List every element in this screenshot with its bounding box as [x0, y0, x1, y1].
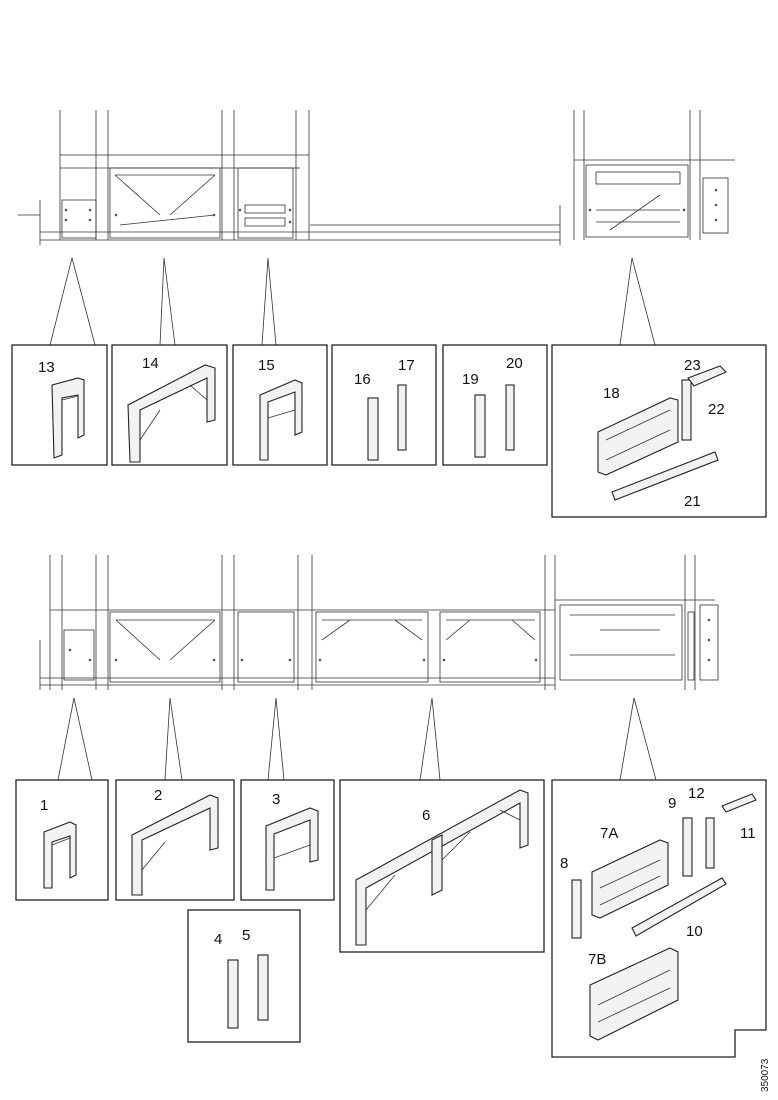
part-22-bracket: [687, 365, 727, 387]
callout-3: 3: [272, 791, 280, 808]
callout-18: 18: [603, 385, 620, 402]
callout-9: 9: [668, 795, 676, 812]
callout-14: 14: [142, 355, 159, 372]
callout-5: 5: [242, 927, 250, 944]
part-7b-panel: [589, 947, 679, 1041]
part-15-frame: [259, 379, 303, 461]
bottom-frame-assembly: [39, 555, 719, 690]
part-9-upright: [682, 817, 693, 877]
callout-16: 16: [354, 371, 371, 388]
bottom-callouts: 1 2 3 6 4 5 7A 8 9 12 11 10 7B: [40, 785, 756, 968]
callout-6: 6: [422, 807, 430, 824]
part-7a-panel: [591, 839, 669, 919]
part-1-frame: [43, 821, 77, 889]
callout-12: 12: [688, 785, 705, 802]
top-frame-assembly: [18, 110, 735, 245]
callout-7b: 7B: [588, 951, 606, 968]
part-18-panel: [597, 397, 679, 476]
part-8-upright: [571, 879, 582, 939]
part-4-upright: [227, 959, 239, 1029]
callout-11: 11: [740, 825, 756, 842]
callout-1: 1: [40, 797, 48, 814]
part-10-angle: [631, 877, 727, 937]
part-2-frame: [131, 794, 219, 896]
part-11-bracket: [721, 793, 757, 813]
callout-13: 13: [38, 359, 55, 376]
callout-23: 23: [684, 357, 701, 374]
part-20-upright: [505, 384, 515, 451]
box-parts-4-5: [187, 909, 301, 1043]
box-part-15: [232, 344, 328, 466]
callout-4: 4: [214, 931, 222, 948]
part-13-frame: [51, 377, 85, 459]
callout-15: 15: [258, 357, 275, 374]
callout-7a: 7A: [600, 825, 618, 842]
top-callouts: 13 14 15 16 17 19 20 18 23 22 21: [38, 355, 725, 510]
box-part-1: [15, 779, 109, 901]
callout-20: 20: [506, 355, 523, 372]
callout-10: 10: [686, 923, 703, 940]
part-19-upright: [474, 394, 486, 458]
box-parts-19-20: [442, 344, 548, 466]
part-23-upright: [681, 379, 692, 441]
callout-17: 17: [398, 357, 415, 374]
part-5-upright: [257, 954, 269, 1021]
callout-22: 22: [708, 401, 725, 418]
part-12-upright: [705, 817, 715, 869]
drawing-number: 350073: [760, 1058, 771, 1092]
part-17-upright: [397, 384, 407, 451]
part-16-upright: [367, 397, 379, 461]
part-14-frame: [127, 364, 216, 463]
part-3-frame: [265, 807, 319, 891]
callout-21: 21: [684, 493, 701, 510]
top-leader-lines: [49, 257, 656, 346]
bottom-leader-lines: [57, 697, 657, 781]
callout-8: 8: [560, 855, 568, 872]
callout-19: 19: [462, 371, 479, 388]
box-part-3: [240, 779, 335, 901]
box-parts-16-17: [331, 344, 437, 466]
part-21-angle: [611, 451, 719, 501]
callout-2: 2: [154, 787, 162, 804]
part-6-frame: [355, 789, 529, 946]
